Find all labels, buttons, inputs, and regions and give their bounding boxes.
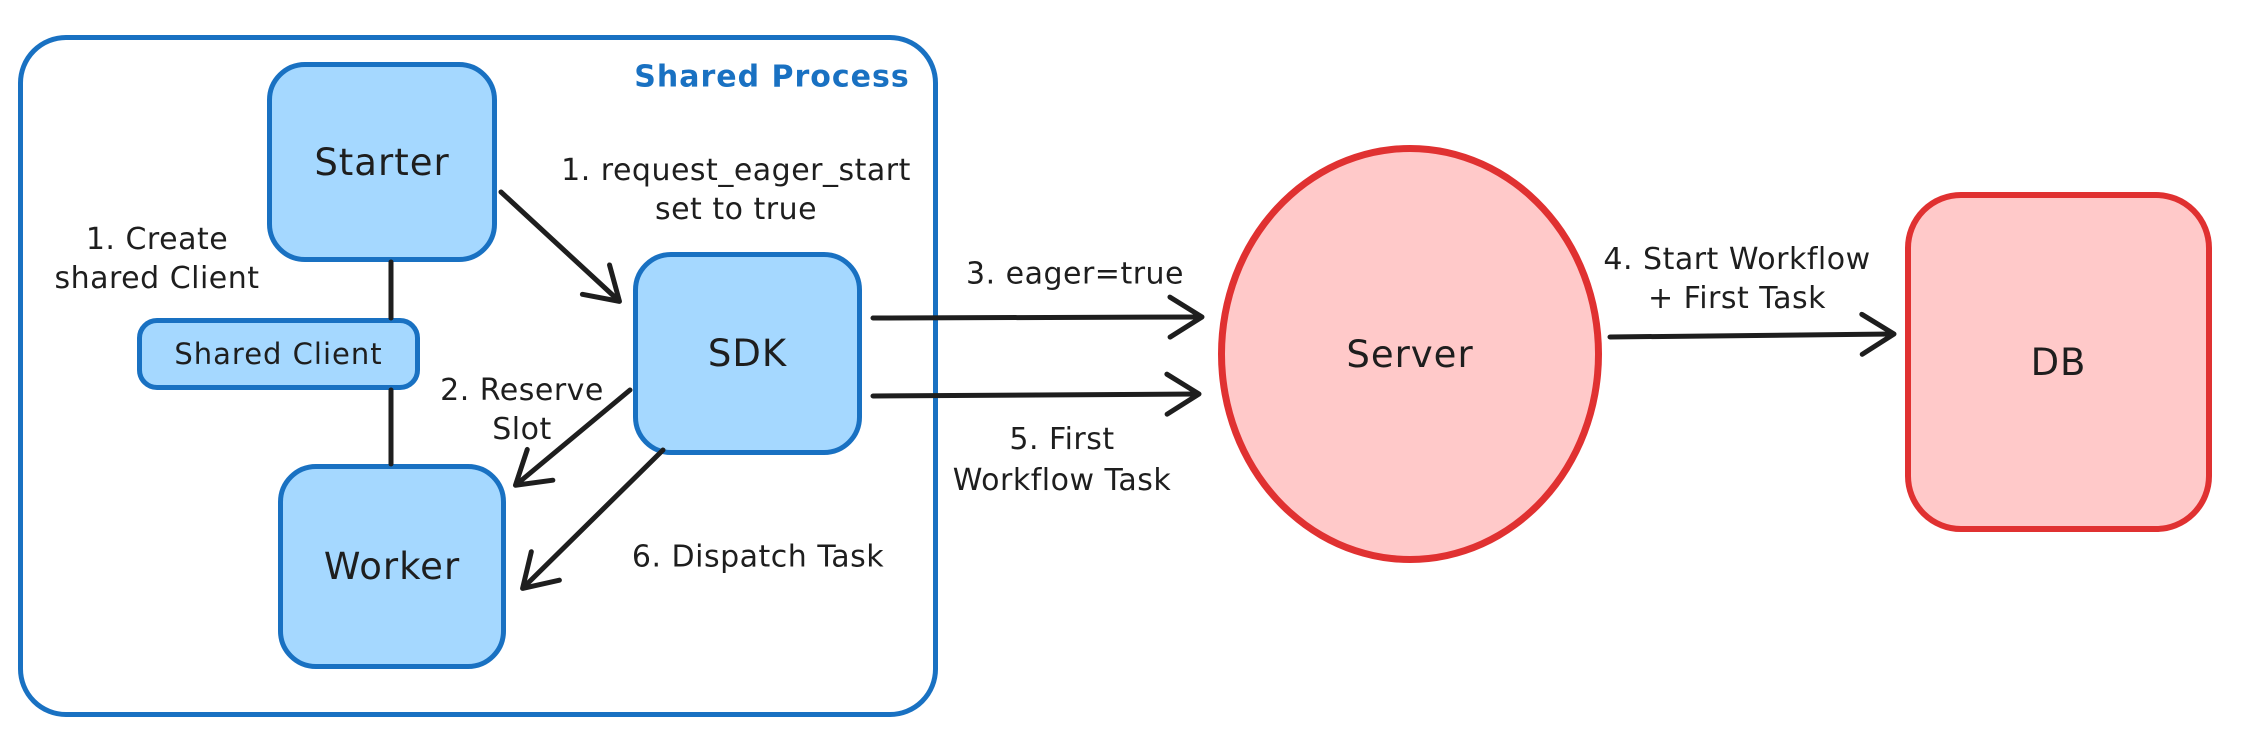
annotation-line: 3. eager=true (965, 256, 1185, 292)
node-sdk-label: SDK (707, 332, 788, 375)
annotation-line: + First Task (1647, 281, 1827, 316)
annotation-line: 2. Reserve (440, 373, 604, 408)
annotation-line: set to true (654, 192, 818, 227)
node-worker-label: Worker (323, 545, 461, 588)
arrow-server-to-db (1607, 311, 1897, 357)
node-server-label: Server (1346, 332, 1474, 376)
annotation-first-workflow-task: 5. First Workflow Task (953, 419, 1172, 501)
node-starter: Starter (267, 62, 497, 262)
annotation-line: 6. Dispatch Task (631, 539, 885, 575)
annotation-line: shared Client (54, 261, 260, 296)
annotation-reserve-slot: 2. Reserve Slot (440, 371, 604, 449)
shared-process-container (18, 35, 938, 717)
annotation-line: 1. Create (85, 222, 229, 257)
shared-process-label: Shared Process (634, 59, 910, 95)
annotation-line: 4. Start Workflow (1603, 242, 1871, 277)
annotation-eager-true: 3. eager=true (966, 255, 1184, 294)
annotation-line: 1. request_eager_start (561, 153, 911, 188)
node-server: Server (1218, 145, 1602, 563)
node-db: DB (1905, 192, 2212, 532)
node-sdk: SDK (633, 252, 862, 455)
annotation-line: Slot (492, 412, 552, 447)
annotation-create-shared-client: 1. Create shared Client (54, 220, 259, 298)
node-shared-client-label: Shared Client (174, 337, 383, 371)
node-db-label: DB (2030, 340, 2087, 384)
node-worker: Worker (278, 464, 506, 669)
annotation-line: 5. First (1009, 422, 1115, 457)
annotation-start-workflow-first-task: 4. Start Workflow + First Task (1603, 240, 1870, 318)
node-starter-label: Starter (314, 140, 450, 184)
node-shared-client: Shared Client (137, 318, 420, 390)
annotation-request-eager-start: 1. request_eager_start set to true (561, 151, 911, 229)
annotation-line: Workflow Task (952, 463, 1172, 498)
annotation-dispatch-task: 6. Dispatch Task (632, 538, 884, 577)
